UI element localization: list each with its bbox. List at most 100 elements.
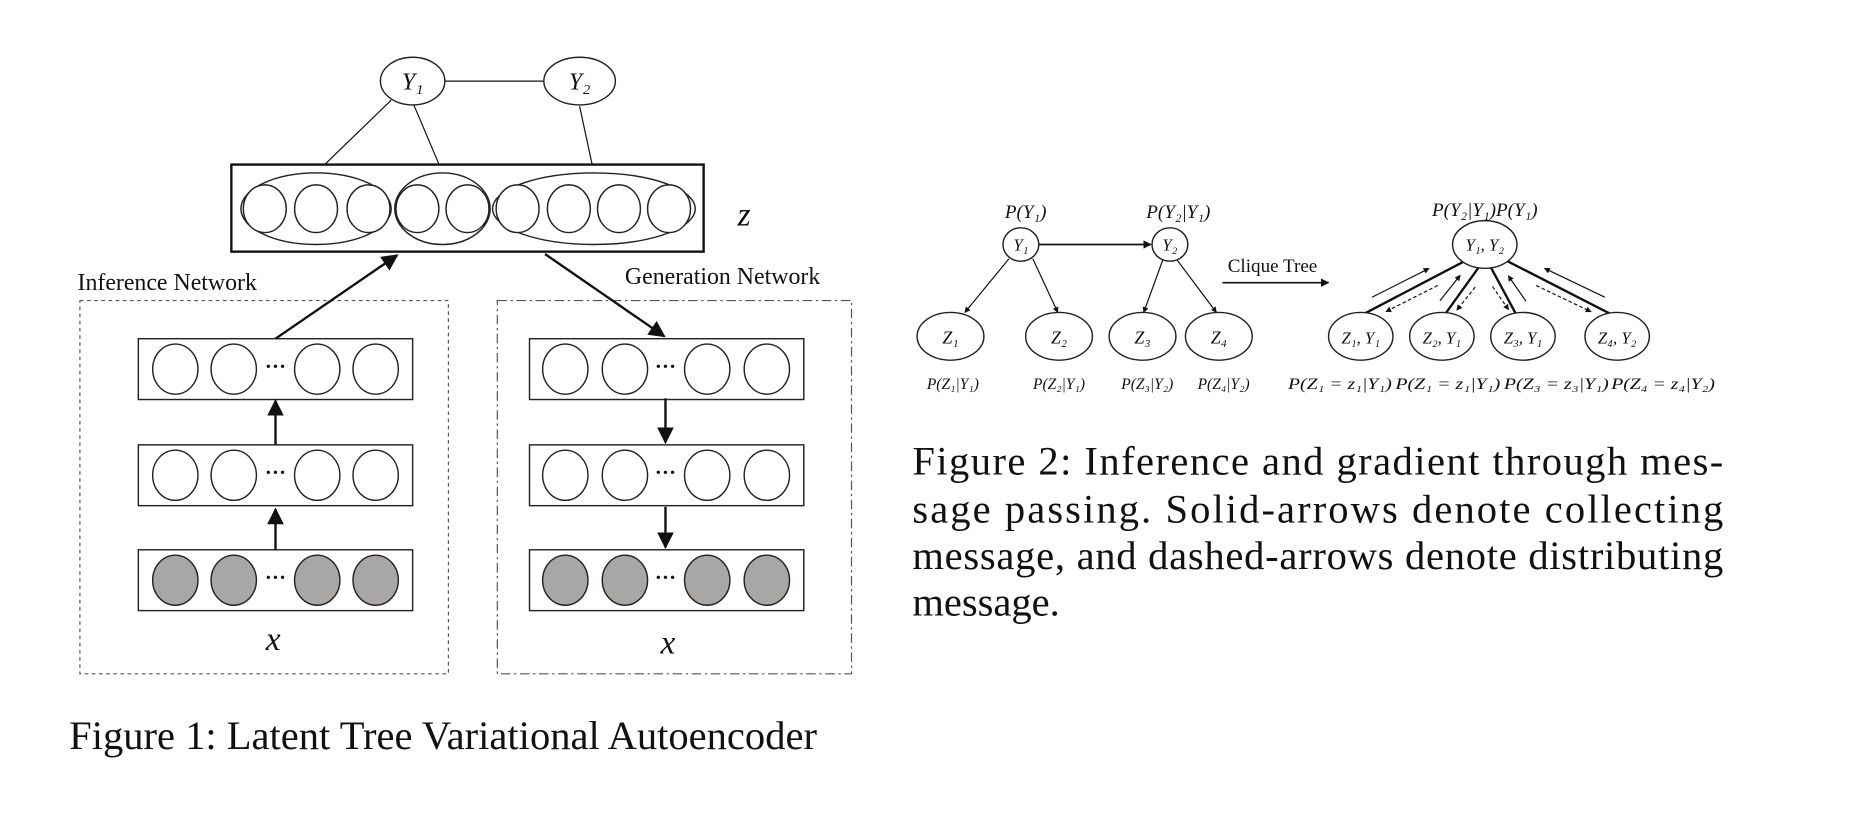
bn-node-y1-label: Y₁ [1013, 235, 1028, 254]
bn-node-z4 [1184, 311, 1253, 361]
inference-network-frame [79, 299, 450, 675]
observed-unit [743, 554, 791, 606]
hidden-unit [210, 343, 258, 395]
bn-prob-z3: P(Z₃|Y₂) [1120, 376, 1173, 393]
bn-node-z2-label: Z₂ [1051, 327, 1067, 347]
ellipsis: ··· [655, 460, 676, 484]
node-y1-label: Y₁ [402, 69, 424, 95]
edge-y2-group3 [579, 106, 595, 174]
clique-leaf-2-label: Z₂, Y₁ [1423, 328, 1462, 347]
hidden-unit [352, 343, 400, 395]
network-layers: ··· ··· ··· ··· ··· ··· [137, 337, 805, 612]
clique-root-label: Y₁, Y₂ [1466, 235, 1505, 254]
hidden-unit [683, 343, 731, 395]
clique-edge-4 [1506, 260, 1611, 315]
hidden-unit [541, 449, 589, 502]
prob-y2-given-y1: P(Y₂|Y₁) [1145, 202, 1210, 223]
latent-units [242, 184, 692, 234]
figure-2: P(Y₁) P(Y₂|Y₁) Y₁ Y₂ Z₁P(Z₁|Y₁)Z₂P(Z₂|Y₁… [912, 200, 1723, 625]
clique-leaf-1-label: Z₁, Y₁ [1342, 328, 1381, 347]
clique-edge-2 [1444, 266, 1480, 315]
clique-leaf-prob-4: P(Z₄ = z₄|Y₂) [1610, 376, 1715, 393]
clique-edge-1 [1363, 260, 1466, 315]
clique-leaf-prob-1: P(Z₁ = z₁|Y₁) [1287, 376, 1392, 393]
latent-unit [646, 184, 692, 234]
clique-leaf-1 [1327, 311, 1394, 361]
ellipsis: ··· [265, 460, 286, 484]
hidden-unit [151, 343, 199, 395]
clique-leaf-prob-3: P(Z₃ = z₃|Y₁) [1503, 376, 1609, 393]
arrow-z-to-decoder [544, 253, 666, 338]
hidden-unit [210, 449, 258, 502]
clique-leaf-4-label: Z₄, Y₂ [1598, 328, 1637, 347]
hidden-unit [151, 449, 199, 502]
inference-network-label: Inference Network [78, 270, 257, 296]
figure-2-caption: Figure 2: Inference and gradient through… [912, 439, 1723, 625]
clique-root-prob: P(Y₂|Y₁)P(Y₁) [1431, 200, 1538, 221]
node-y2-label: Y₂ [569, 69, 591, 95]
ellipsis: ··· [655, 565, 676, 589]
hidden-unit [352, 449, 400, 502]
distributing-message-arrow [1535, 284, 1592, 313]
decoder-layer-1: ··· [528, 549, 805, 612]
bn-node-y2-label: Y₂ [1162, 235, 1177, 254]
clique-leaf-4 [1584, 311, 1651, 361]
latent-group-3 [491, 172, 697, 246]
latent-unit [495, 184, 540, 234]
latent-unit [293, 184, 339, 234]
caption-line: message, and dashed-arrows denote distri… [912, 533, 1723, 578]
ellipsis: ··· [265, 565, 286, 589]
hidden-unit [293, 343, 341, 395]
observed-unit [683, 554, 731, 606]
generation-network-label: Generation Network [625, 264, 820, 290]
bn-prob-z4: P(Z₄|Y₂) [1197, 376, 1250, 393]
clique-edge-3 [1489, 266, 1517, 315]
bn-prob-z1: P(Z₁|Y₁) [926, 376, 979, 393]
hidden-unit [601, 343, 649, 395]
bn-prob-z2: P(Z₂|Y₁) [1032, 376, 1085, 393]
clique-leaf-3 [1490, 311, 1556, 361]
caption-line: Figure 2: Inference and gradient through… [912, 439, 1723, 484]
hidden-unit [601, 449, 649, 502]
arrow-y2-z3 [1142, 259, 1164, 314]
x-label-generation: x [659, 625, 675, 662]
observed-unit [601, 554, 649, 606]
ellipsis: ··· [655, 354, 676, 378]
bn-node-y1 [1002, 227, 1040, 262]
collecting-message-arrow [1371, 267, 1430, 298]
hidden-unit [541, 343, 589, 395]
latent-unit [395, 184, 440, 234]
bn-leaf-nodes: Z₁P(Z₁|Y₁)Z₂P(Z₂|Y₁)Z₃P(Z₃|Y₂)Z₄P(Z₄|Y₂) [916, 311, 1253, 393]
clique-root-node [1451, 219, 1518, 270]
bn-node-z1 [916, 311, 985, 361]
arrow-y1-z1 [964, 258, 1010, 313]
bn-node-y2 [1151, 227, 1189, 262]
observed-unit [352, 554, 400, 606]
clique-leaf-prob-2: P(Z₁ = z₁|Y₁) [1394, 376, 1500, 393]
generation-network-frame [496, 299, 853, 675]
caption-line: sage passing. Solid-arrows denote collec… [912, 486, 1723, 531]
node-y2 [543, 56, 617, 106]
latent-unit [546, 184, 592, 234]
hidden-unit [293, 449, 341, 502]
encoder-layer-1: ··· [137, 549, 414, 612]
observed-unit [293, 554, 341, 606]
z-label: z [737, 196, 751, 233]
clique-tree-label: Clique Tree [1228, 256, 1318, 277]
collecting-message-arrow [1543, 267, 1606, 298]
bn-node-z2 [1024, 311, 1094, 361]
ellipsis: ··· [265, 354, 286, 378]
collecting-message-arrow [1439, 274, 1461, 302]
observed-unit [151, 554, 199, 606]
figure-1: Y₁ Y₂ z Inference Network Generation Net… [69, 56, 853, 758]
prob-y1: P(Y₁) [1004, 202, 1047, 223]
caption-line: message. [912, 579, 1059, 624]
observed-unit [210, 554, 258, 606]
encoder-layer-2: ··· [137, 444, 414, 507]
latent-unit [242, 184, 287, 234]
clique-leaf-3-label: Z₃, Y₁ [1504, 328, 1543, 347]
latent-unit [445, 184, 490, 234]
latent-unit [596, 184, 642, 234]
